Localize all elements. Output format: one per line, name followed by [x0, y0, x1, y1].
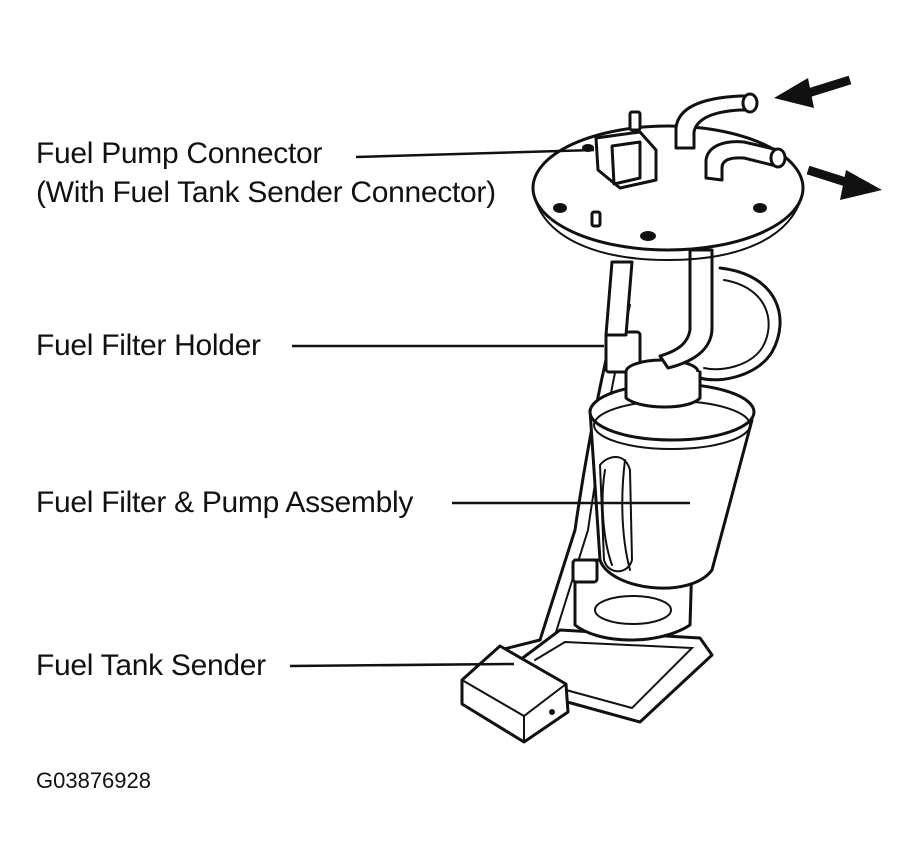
- label-fuel-pump-connector-note: (With Fuel Tank Sender Connector): [36, 176, 496, 209]
- pump-bottom-ring: [594, 595, 672, 625]
- pump-canister-slot: [598, 456, 634, 573]
- supply-pipe-end: [769, 147, 787, 169]
- sender-plate-inner: [534, 640, 695, 710]
- label-fuel-tank-sender: Fuel Tank Sender: [36, 649, 266, 682]
- connector-pin: [628, 110, 642, 132]
- return-pipe-end: [741, 92, 759, 114]
- flange-stud: [590, 210, 602, 228]
- fuel-line-tube: [658, 248, 714, 370]
- leader-tank-sender: [289, 662, 515, 668]
- pump-connector-face: [610, 140, 642, 186]
- flange-hole-3: [753, 203, 767, 213]
- sender-screw: [549, 709, 555, 715]
- leader-connector: [355, 148, 595, 159]
- label-fuel-filter-holder: Fuel Filter Holder: [36, 329, 261, 362]
- fuel-out-arrow: [806, 165, 882, 200]
- support-tube-left: [604, 260, 634, 337]
- pump-bottom-tab: [571, 558, 599, 584]
- figure-code: G03876928: [36, 768, 151, 793]
- label-fuel-filter-pump-assembly: Fuel Filter & Pump Assembly: [36, 486, 414, 519]
- label-fuel-pump-connector: Fuel Pump Connector: [36, 137, 323, 170]
- fuel-in-arrow: [774, 75, 852, 108]
- mounting-flange-rim: [533, 195, 803, 262]
- flange-hole-2: [640, 231, 656, 241]
- wire-harness: [698, 266, 782, 382]
- mounting-flange: [531, 124, 805, 252]
- wire-harness-2: [703, 279, 770, 371]
- flange-hole-1: [553, 203, 567, 213]
- filter-holder-cup: [624, 370, 702, 409]
- fuel-tank-sender: [460, 644, 570, 744]
